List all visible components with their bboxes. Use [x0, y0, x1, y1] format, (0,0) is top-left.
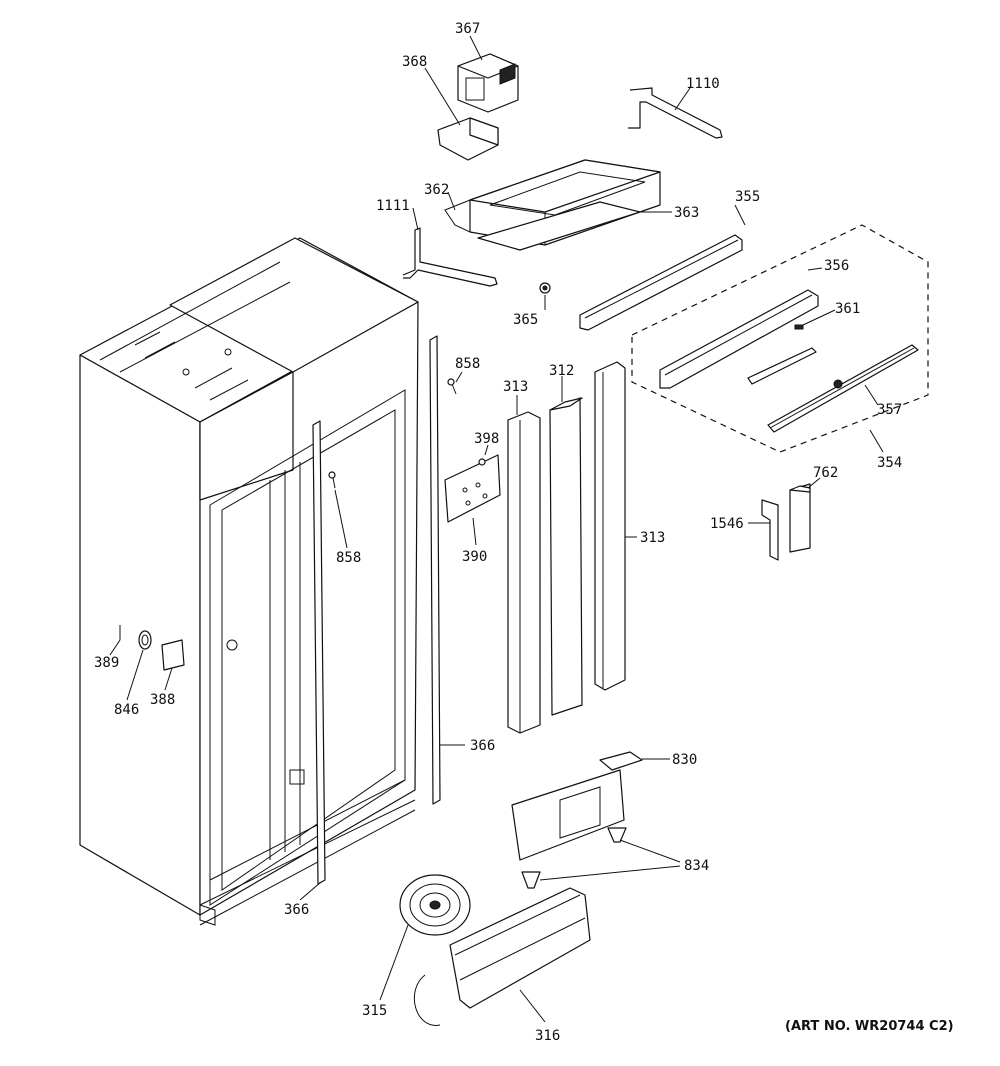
leader-lines	[109, 35, 884, 1023]
callout-846: 846	[114, 702, 139, 718]
bracket-368	[437, 117, 499, 161]
fan-motor-315	[399, 874, 471, 1026]
callout-398: 398	[474, 431, 499, 447]
side-trim-313-left	[507, 411, 541, 734]
screw-858-top	[447, 378, 457, 395]
callouts: 367 368 1110 362 363 1111 355 365 356 36…	[94, 21, 902, 1044]
center-post-312	[549, 397, 583, 716]
callout-361: 361	[835, 301, 860, 317]
strip-357	[767, 344, 919, 433]
callout-830: 830	[672, 752, 697, 768]
callout-858-top: 858	[455, 356, 480, 372]
bracket-1546	[761, 499, 779, 561]
clip-361	[794, 324, 804, 330]
callout-368: 368	[402, 54, 427, 70]
base-bracket	[511, 769, 625, 861]
callout-312: 312	[549, 363, 574, 379]
screw-858-mid	[328, 471, 336, 489]
callout-388: 388	[150, 692, 175, 708]
callout-316: 316	[535, 1028, 560, 1044]
control-housing	[457, 53, 519, 113]
screw-365	[539, 282, 551, 294]
grommet-846	[138, 630, 152, 650]
leg-834-right	[607, 827, 627, 843]
callout-367: 367	[455, 21, 480, 37]
callout-390: 390	[462, 549, 487, 565]
callout-363: 363	[674, 205, 699, 221]
rail-1111	[402, 227, 498, 287]
callout-313-right: 313	[640, 530, 665, 546]
callout-366-right: 366	[470, 738, 495, 754]
bracket-830	[599, 751, 643, 771]
callout-1111: 1111	[376, 198, 410, 214]
callout-1546: 1546	[710, 516, 744, 532]
art-number: (ART NO. WR20744 C2)	[785, 1019, 954, 1034]
callout-365: 365	[513, 312, 538, 328]
side-trim-313-right	[594, 361, 626, 691]
callout-313-left: 313	[503, 379, 528, 395]
strip-middle	[747, 347, 817, 385]
callout-366-left: 366	[284, 902, 309, 918]
callout-834: 834	[684, 858, 709, 874]
callout-362: 362	[424, 182, 449, 198]
callout-357: 357	[877, 402, 902, 418]
trim-strip-355	[579, 234, 743, 331]
grille-316	[449, 887, 591, 1009]
callout-1110: 1110	[686, 76, 720, 92]
cover-762	[789, 483, 811, 553]
hinge-plate-390	[444, 454, 501, 523]
cabinet	[79, 237, 419, 926]
side-rail-1110	[628, 87, 723, 139]
callout-355: 355	[735, 189, 760, 205]
seal-strip-left	[312, 420, 326, 885]
callout-315: 315	[362, 1003, 387, 1019]
callout-389: 389	[94, 655, 119, 671]
plate-388	[161, 639, 185, 671]
top-tray	[444, 159, 661, 246]
callout-354: 354	[877, 455, 902, 471]
callout-858-mid: 858	[336, 550, 361, 566]
seal-strip-right	[429, 335, 441, 805]
trim-kit-354	[631, 224, 929, 453]
assembly-356	[659, 289, 819, 389]
leg-834-left	[521, 871, 541, 889]
callout-762: 762	[813, 465, 838, 481]
callout-356: 356	[824, 258, 849, 274]
screw-398	[478, 458, 486, 466]
